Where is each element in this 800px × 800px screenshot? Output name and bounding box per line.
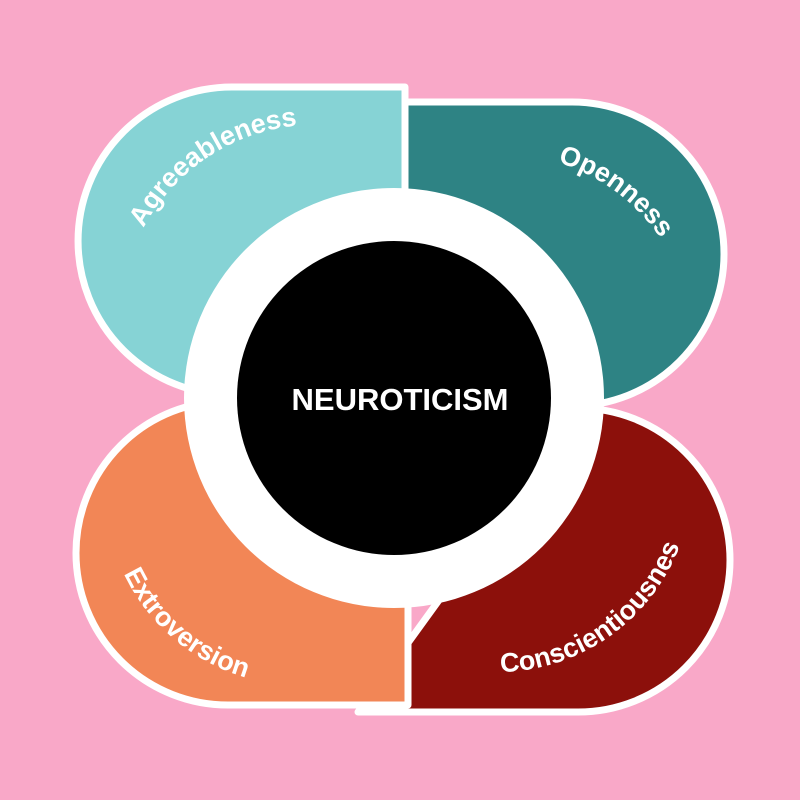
center-label: NEUROTICISM: [292, 382, 509, 417]
center-core: [237, 241, 551, 555]
petal-conscientiousness: Conscientiousnes: [354, 404, 734, 716]
